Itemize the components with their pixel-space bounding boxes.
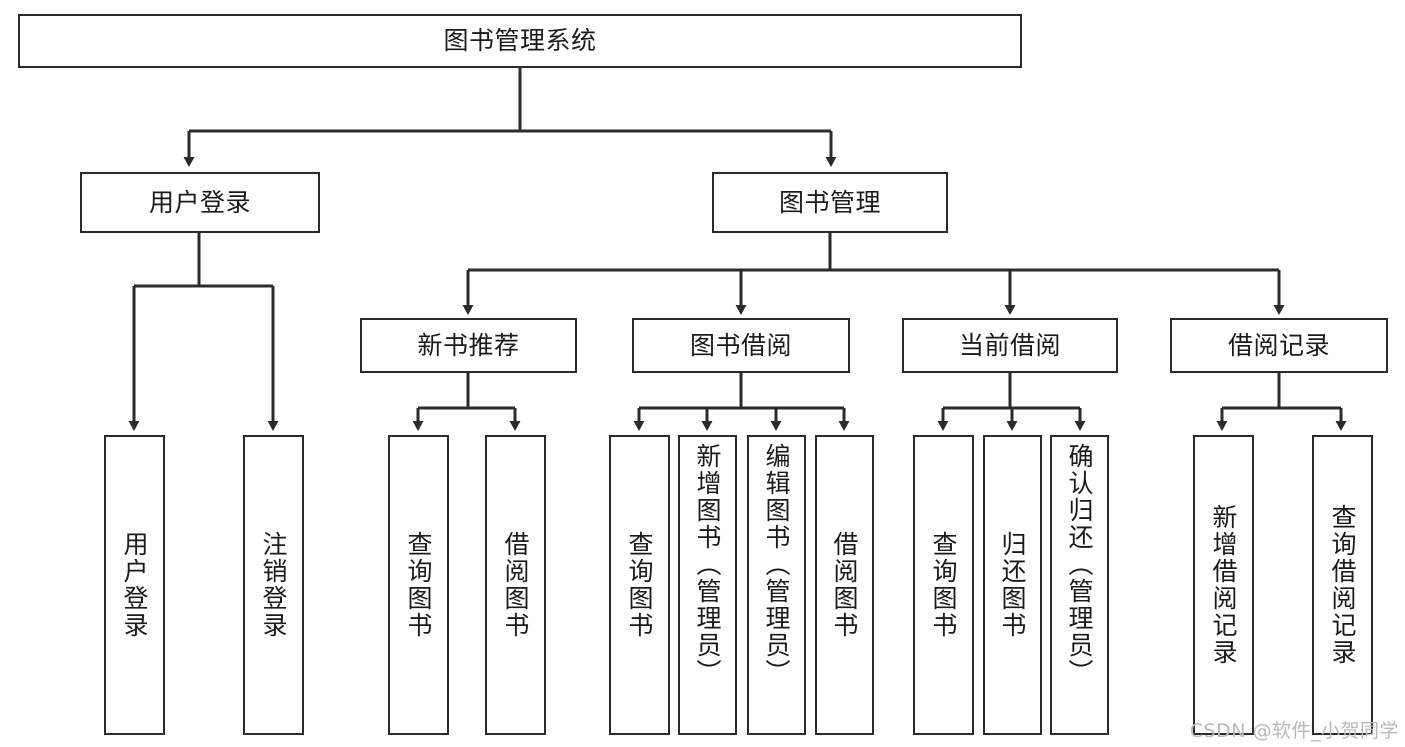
node-leaf-query-book-2[interactable]: 查询图书 <box>609 435 670 735</box>
node-leaf-query-book-3[interactable]: 查询图书 <box>913 435 974 735</box>
node-leaf-query-book-1-label: 查询图书 <box>404 531 433 639</box>
node-leaf-query-book-1[interactable]: 查询图书 <box>388 435 449 735</box>
node-leaf-confirm-return-label: 确认归还（管理员） <box>1065 443 1094 686</box>
node-book-management-label: 图书管理 <box>778 187 881 217</box>
node-book-borrow-label: 图书借阅 <box>689 330 792 360</box>
node-leaf-query-record-label: 查询借阅记录 <box>1328 504 1357 666</box>
node-current-borrow-label: 当前借阅 <box>958 330 1061 360</box>
node-borrow-record[interactable]: 借阅记录 <box>1170 318 1388 373</box>
node-leaf-edit-book-label: 编辑图书（管理员） <box>762 443 791 686</box>
node-book-borrow[interactable]: 图书借阅 <box>632 318 850 373</box>
node-leaf-add-record[interactable]: 新增借阅记录 <box>1193 435 1254 735</box>
node-leaf-logout-login-label: 注销登录 <box>259 531 288 639</box>
node-leaf-query-record[interactable]: 查询借阅记录 <box>1312 435 1373 735</box>
node-leaf-return-book[interactable]: 归还图书 <box>983 435 1042 735</box>
node-borrow-record-label: 借阅记录 <box>1227 330 1330 360</box>
node-current-borrow[interactable]: 当前借阅 <box>902 318 1118 373</box>
node-leaf-user-login[interactable]: 用户登录 <box>104 435 165 735</box>
node-leaf-edit-book[interactable]: 编辑图书（管理员） <box>747 435 806 735</box>
node-user-login[interactable]: 用户登录 <box>80 172 320 233</box>
node-user-login-label: 用户登录 <box>148 187 251 217</box>
node-leaf-add-record-label: 新增借阅记录 <box>1209 504 1238 666</box>
node-book-management[interactable]: 图书管理 <box>712 172 948 233</box>
node-leaf-borrow-book-2[interactable]: 借阅图书 <box>815 435 874 735</box>
node-leaf-query-book-3-label: 查询图书 <box>929 531 958 639</box>
node-leaf-confirm-return[interactable]: 确认归还（管理员） <box>1050 435 1109 735</box>
node-leaf-borrow-book-1-label: 借阅图书 <box>501 531 530 639</box>
node-new-book-recommend[interactable]: 新书推荐 <box>360 318 577 373</box>
node-new-book-recommend-label: 新书推荐 <box>417 330 520 360</box>
node-leaf-user-login-label: 用户登录 <box>120 531 149 639</box>
node-leaf-add-book[interactable]: 新增图书（管理员） <box>678 435 737 735</box>
node-leaf-add-book-label: 新增图书（管理员） <box>693 443 722 686</box>
node-root-label: 图书管理系统 <box>443 26 597 56</box>
node-leaf-return-book-label: 归还图书 <box>998 531 1027 639</box>
node-leaf-logout-login[interactable]: 注销登录 <box>243 435 304 735</box>
node-leaf-borrow-book-2-label: 借阅图书 <box>830 531 859 639</box>
node-root[interactable]: 图书管理系统 <box>18 14 1022 68</box>
node-leaf-query-book-2-label: 查询图书 <box>625 531 654 639</box>
node-leaf-borrow-book-1[interactable]: 借阅图书 <box>485 435 546 735</box>
watermark: CSDN @软件_小贺同学 <box>1189 720 1399 742</box>
